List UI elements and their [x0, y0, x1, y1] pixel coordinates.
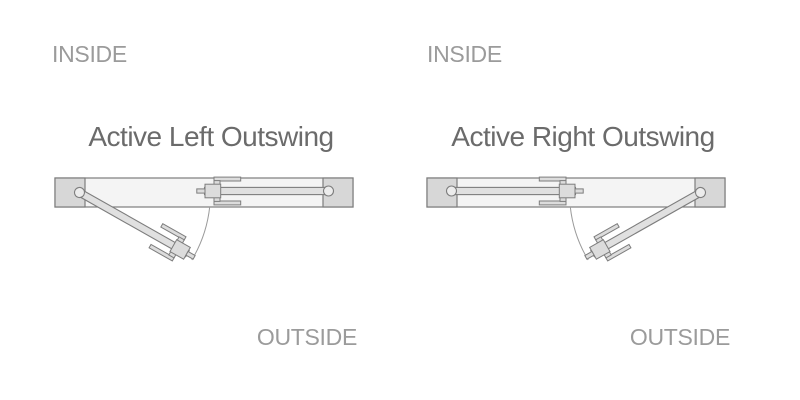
inside-label: INSIDE: [427, 41, 502, 67]
outside-label: OUTSIDE: [256, 324, 357, 350]
panel-active-right-outswing: INSIDE Active Right Outswing OUTSIDE: [400, 0, 800, 400]
door-swing-diagram-right: [426, 176, 726, 271]
door-swing-diagram-left: [54, 176, 354, 271]
swing-arc: [569, 206, 589, 261]
door-frame-assembly: [54, 176, 354, 271]
diagram-title: Active Left Outswing: [88, 121, 334, 152]
outside-label: OUTSIDE: [629, 324, 730, 350]
diagram-title: Active Right Outswing: [451, 121, 715, 152]
inside-label: INSIDE: [52, 41, 127, 67]
swing-arc: [191, 206, 211, 261]
panel-active-left-outswing: INSIDE Active Left Outswing OUTSIDE: [52, 41, 357, 350]
door-frame-assembly-mirrored: [426, 176, 726, 271]
